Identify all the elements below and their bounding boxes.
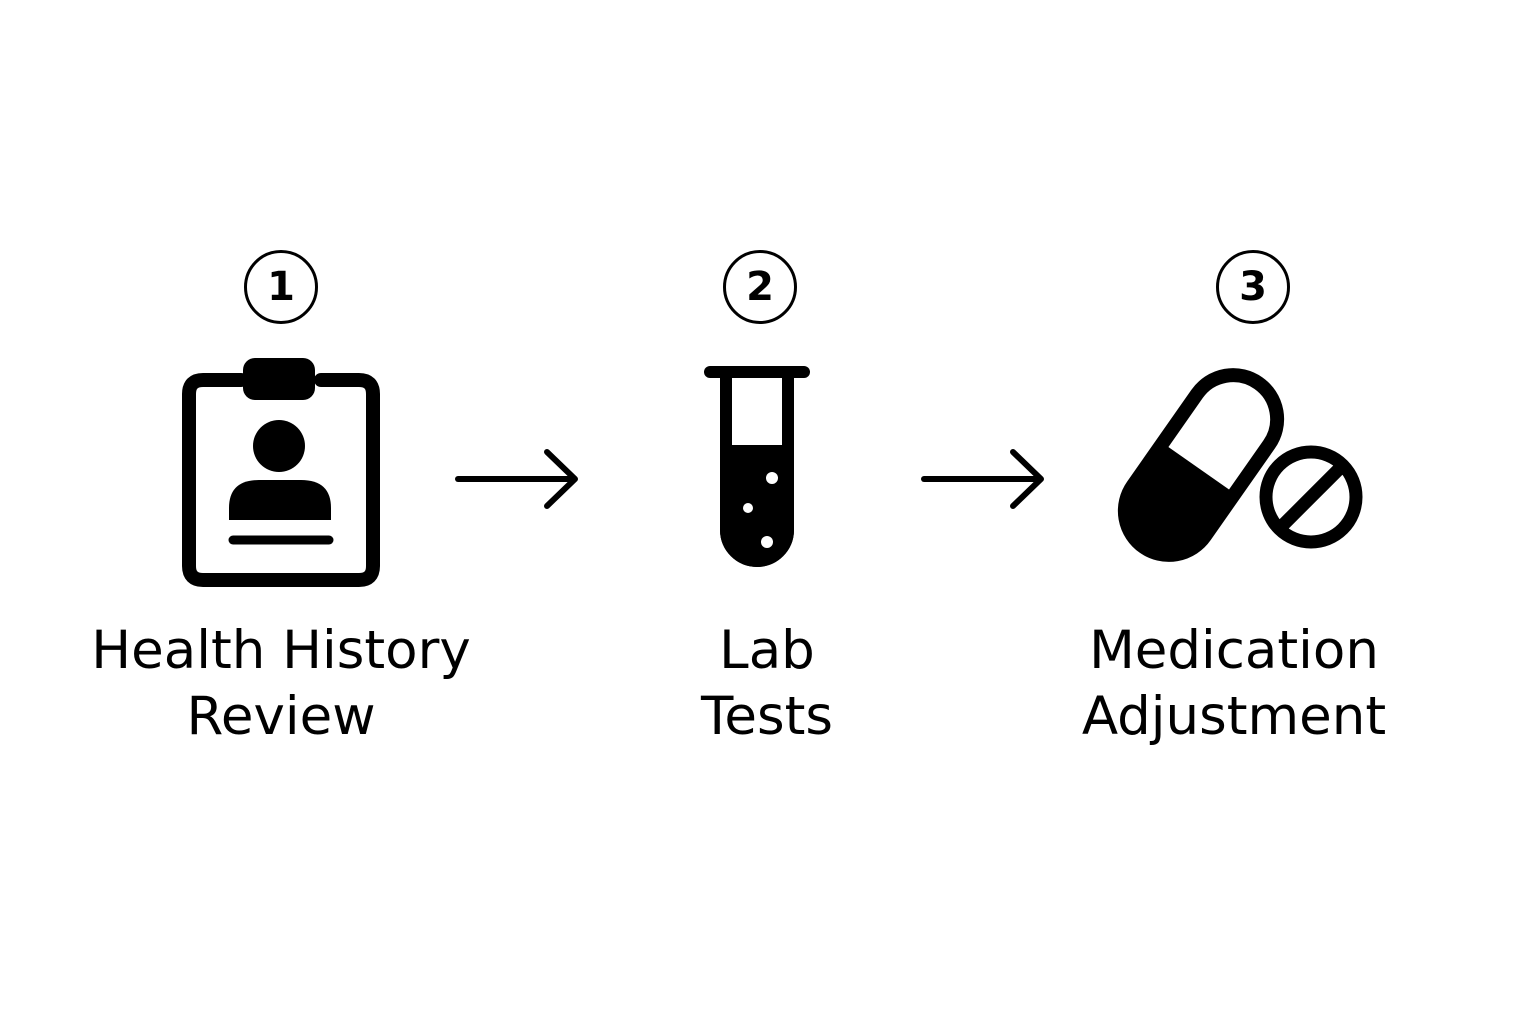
step-label-line-1: Medication [1089,620,1379,681]
right-arrow-icon [455,449,578,509]
step-label-line-1: Lab [719,620,815,681]
step-health-history-review: 1 Health History Review [81,0,501,1024]
step-label-line-2: Tests [701,686,833,747]
step-label-line-2: Review [186,686,376,747]
step-medication-adjustment: 3 Medication Adjustment [1024,0,1444,1024]
step-label: Lab Tests [557,618,977,750]
step-label-line-1: Health History [91,620,471,681]
step-label: Health History Review [71,618,491,750]
right-arrow-icon [921,449,1044,509]
test-tube-icon [704,366,810,567]
step-number-badge: 3 [1216,250,1290,324]
step-label-line-2: Adjustment [1081,686,1387,747]
step-number-badge: 2 [723,250,797,324]
patient-record-clipboard-icon [182,358,380,587]
capsule-and-tablet-icon [1117,368,1363,562]
step-label: Medication Adjustment [1024,618,1444,750]
step-lab-tests: 2 Lab Tests [557,0,977,1024]
step-number-badge: 1 [244,250,318,324]
